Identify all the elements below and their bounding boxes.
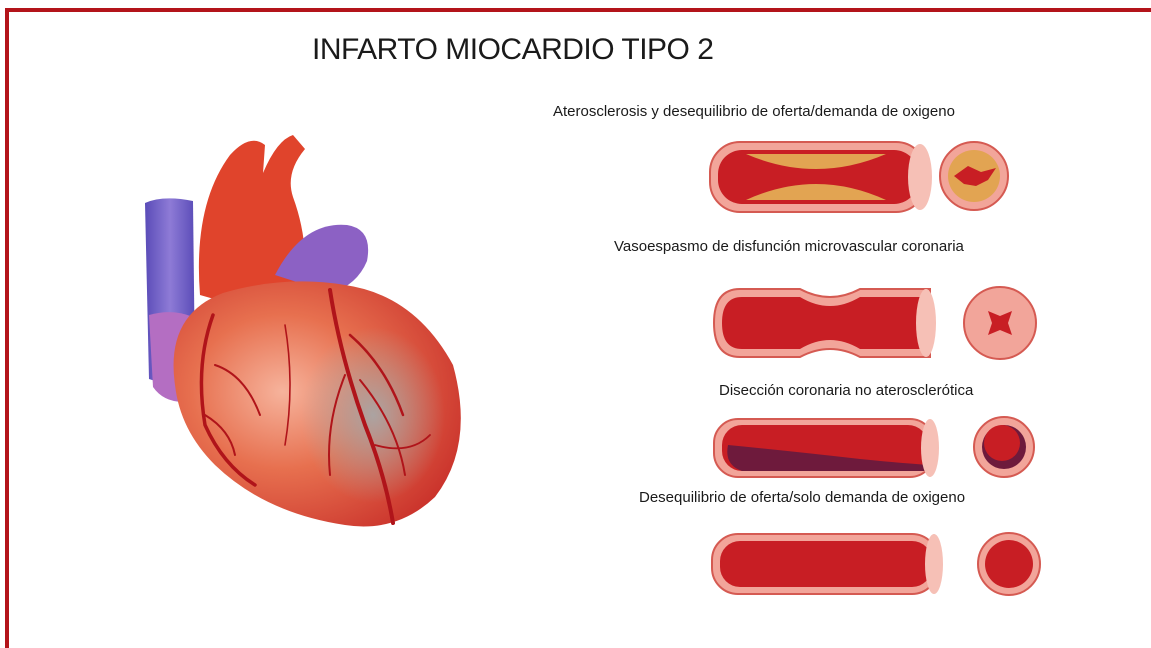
heart-illustration: [135, 125, 475, 535]
slide-title: INFARTO MIOCARDIO TIPO 2: [312, 33, 713, 67]
caption-dissection: Disección coronaria no aterosclerótica: [719, 382, 973, 399]
vasospasm-vessel-icon: [710, 283, 1040, 363]
dissection-vessel-icon: [710, 415, 1045, 480]
ischemic-area: [301, 327, 445, 503]
caption-supply-demand: Desequilibrio de oferta/solo demanda de …: [639, 489, 965, 506]
atherosclerosis-vessel-icon: [706, 138, 1026, 218]
caption-vasospasm: Vasoespasmo de disfunción microvascular …: [614, 238, 964, 255]
caption-atherosclerosis: Aterosclerosis y desequilibrio de oferta…: [553, 103, 955, 120]
normal-vessel-icon: [708, 530, 1048, 600]
